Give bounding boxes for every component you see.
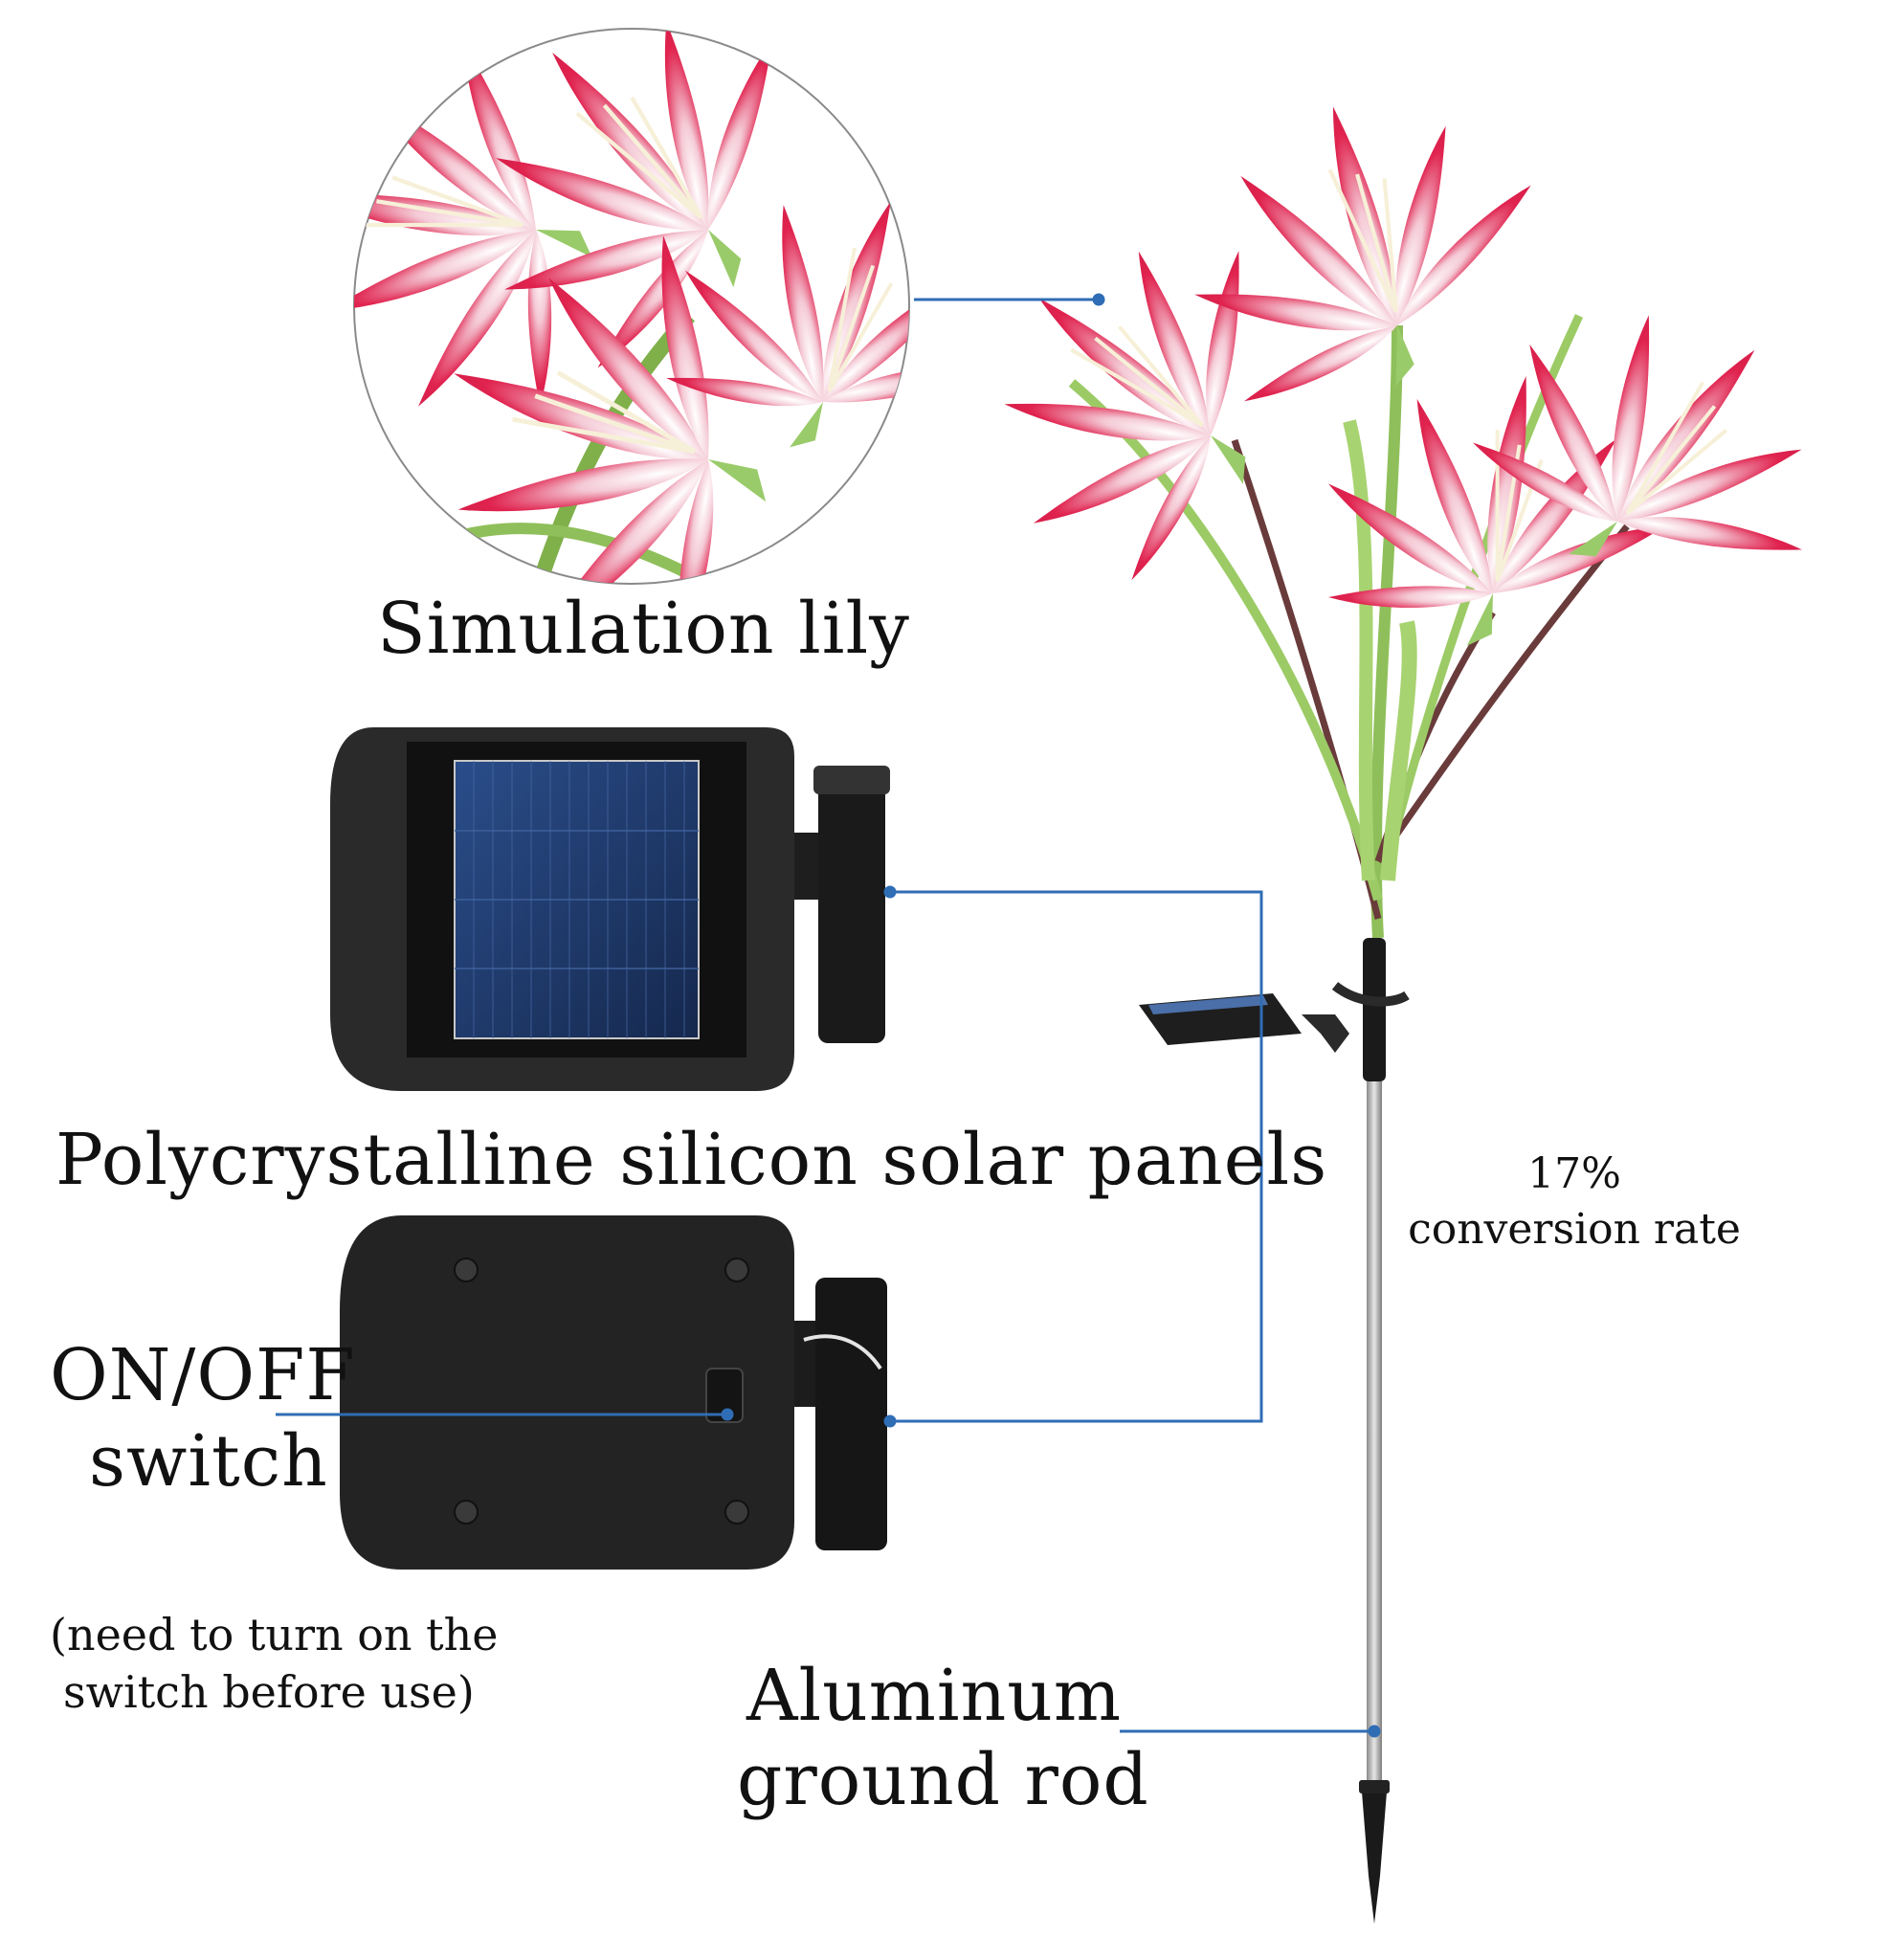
- switch-label-line2: switch: [89, 1420, 328, 1503]
- switch-label-line1: ON/OFF: [50, 1334, 356, 1416]
- rod-label-line1: Aluminum: [746, 1655, 1123, 1737]
- garden-stake-lamp-image: [921, 87, 1880, 1924]
- conversion-rate-label: conversion rate: [1408, 1205, 1741, 1254]
- solar-panel-front-image: [330, 727, 890, 1091]
- solar-panels-label: Polycrystalline silicon solar panels: [56, 1119, 1328, 1201]
- simulation-lily-label: Simulation lily: [377, 588, 910, 670]
- solar-panel-back-image: [340, 1215, 887, 1570]
- switch-note-line1: (need to turn on the: [50, 1609, 499, 1660]
- switch-note-line2: switch before use): [63, 1666, 475, 1718]
- lily-closeup-circle: [353, 28, 910, 585]
- rod-label-line2: ground rod: [737, 1739, 1149, 1821]
- panel-leader-line: [890, 890, 1263, 1423]
- switch-button-icon: [705, 1368, 744, 1423]
- conversion-percent-label: 17%: [1527, 1149, 1621, 1198]
- leader-lines: [276, 293, 1381, 1738]
